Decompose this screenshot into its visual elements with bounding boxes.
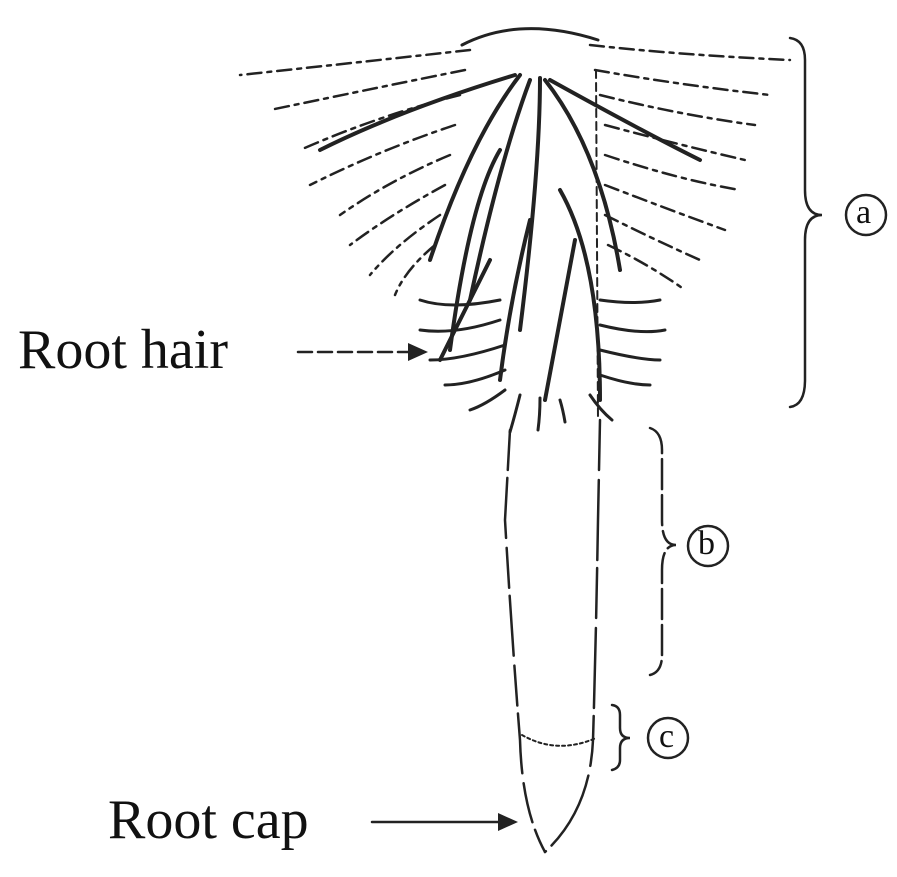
zone-a-letter: a bbox=[856, 194, 871, 232]
root-hair-arrowhead bbox=[408, 343, 428, 361]
root-cap-arrowhead bbox=[498, 813, 518, 831]
root-cap-label: Root cap bbox=[108, 788, 309, 852]
root-cap-boundary bbox=[522, 735, 596, 746]
root-left-edge bbox=[505, 430, 545, 852]
root-right-edge bbox=[545, 420, 600, 852]
root-hair-label: Root hair bbox=[18, 318, 228, 382]
brace-b bbox=[650, 428, 676, 675]
root-top bbox=[462, 29, 598, 45]
brace-a bbox=[790, 38, 822, 407]
lower-root-hairs bbox=[420, 300, 665, 432]
zone-c-letter: c bbox=[659, 718, 674, 756]
brace-c bbox=[612, 705, 630, 770]
zone-b-letter: b bbox=[698, 525, 715, 563]
